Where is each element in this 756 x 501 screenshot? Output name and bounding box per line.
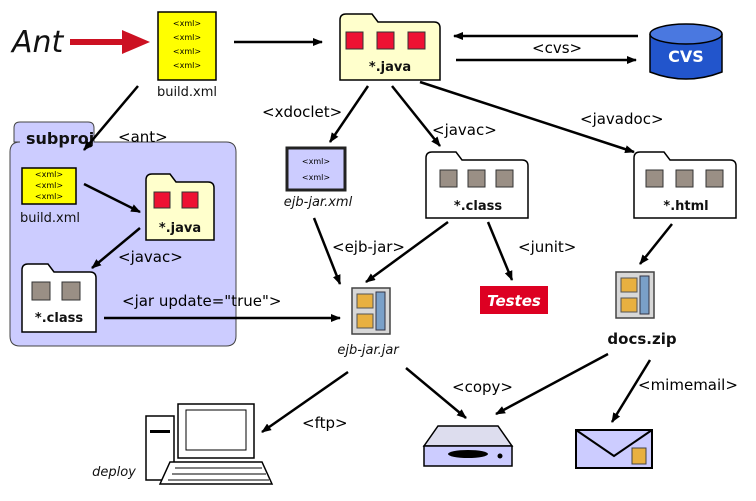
edge-junit xyxy=(486,221,514,281)
xml-line: <xml> xyxy=(302,173,330,182)
folder-icon xyxy=(21,263,97,333)
xml-file-icon xyxy=(157,11,217,81)
xml-line: <xml> xyxy=(173,33,201,42)
cvs-label: CVS xyxy=(668,47,704,66)
edge-label-junit: <junit> xyxy=(518,238,576,256)
java-folder-node: *.java xyxy=(339,13,441,81)
edge-html-to-zip xyxy=(639,223,673,265)
ejb-jar-node: ejb-jar.jar xyxy=(337,287,400,358)
mail-icon xyxy=(575,429,653,469)
sub-class-label: *.class xyxy=(35,311,83,326)
edge-label-ejb-jar: <ejb-jar> xyxy=(332,238,405,256)
edge-ejb-jar xyxy=(365,220,449,284)
sub-build-xml-node: <xml> <xml> <xml> build.xml xyxy=(20,167,80,226)
testes-node: Testes xyxy=(480,286,548,314)
drive-icon xyxy=(422,425,514,467)
edge-label-javac-sub: <javac> xyxy=(118,248,183,266)
java-label: *.java xyxy=(369,60,411,75)
docs-zip-node: docs.zip xyxy=(607,271,677,348)
edge-javac-main xyxy=(391,85,441,147)
ejb-xml-node: <xml> <xml> ejb-jar.xml xyxy=(284,146,353,210)
edge-copy-jar xyxy=(405,367,467,419)
edges xyxy=(83,32,673,434)
edge-label-ant: <ant> xyxy=(118,128,168,146)
xml-file-icon xyxy=(21,167,77,205)
html-label: *.html xyxy=(663,199,708,214)
computer-icon xyxy=(145,403,274,485)
edge-label-javadoc: <javadoc> xyxy=(580,110,664,128)
subproj-title: subproj xyxy=(26,129,94,148)
sub-build-xml-label: build.xml xyxy=(20,211,80,226)
deploy-label: deploy xyxy=(92,465,136,480)
edge-label-jar-update: <jar update="true"> xyxy=(122,292,281,310)
xml-line: <xml> xyxy=(173,47,201,56)
sub-class-folder-node: *.class xyxy=(21,263,97,333)
edge-sub-build-to-java xyxy=(83,182,141,214)
testes-box xyxy=(480,286,548,314)
testes-label: Testes xyxy=(487,292,541,310)
xml-line: <xml> xyxy=(302,157,330,166)
docs-zip-label: docs.zip xyxy=(607,330,676,348)
edge-label-copy: <copy> xyxy=(452,378,513,396)
xml-file-icon xyxy=(285,146,347,192)
edge-label-ftp: <ftp> xyxy=(302,414,348,432)
sub-java-folder-node: *.java xyxy=(145,173,215,241)
edge-javadoc xyxy=(419,80,635,154)
edge-mimemail xyxy=(610,359,652,423)
archive-icon xyxy=(615,271,655,319)
xml-line: <xml> xyxy=(35,192,63,201)
sub-java-label: *.java xyxy=(159,221,201,236)
xml-line: <xml> xyxy=(35,170,63,179)
edge-xdoclet xyxy=(328,85,370,143)
archive-icon xyxy=(351,287,391,335)
edge-javac-sub xyxy=(91,227,141,269)
folder-icon xyxy=(145,173,215,241)
edge-copy-zip xyxy=(495,352,609,416)
build-xml-node: <xml> <xml> <xml> <xml> build.xml xyxy=(157,11,217,100)
build-xml-label: build.xml xyxy=(157,85,217,100)
edge-label-xdoclet: <xdoclet> xyxy=(262,103,342,121)
edge-ant xyxy=(83,85,139,151)
ant-arrow-icon xyxy=(70,30,150,54)
class-folder-node: *.class xyxy=(425,151,529,219)
edge-ftp xyxy=(261,370,349,434)
class-label: *.class xyxy=(454,199,502,214)
edge-label-cvs: <cvs> xyxy=(532,39,582,57)
ejb-jar-label: ejb-jar.jar xyxy=(337,343,400,358)
html-folder-node: *.html xyxy=(633,151,737,219)
ejb-xml-label: ejb-jar.xml xyxy=(284,195,353,210)
edge-label-mimemail: <mimemail> xyxy=(638,376,738,394)
cvs-database-icon: CVS xyxy=(649,23,723,80)
xml-line: <xml> xyxy=(35,181,63,190)
edge-label-javac-main: <javac> xyxy=(432,121,497,139)
edge-ejbxml-to-jar xyxy=(312,217,342,285)
xml-line: <xml> xyxy=(173,61,201,70)
xml-line: <xml> xyxy=(173,19,201,28)
ant-title: Ant xyxy=(10,25,65,60)
